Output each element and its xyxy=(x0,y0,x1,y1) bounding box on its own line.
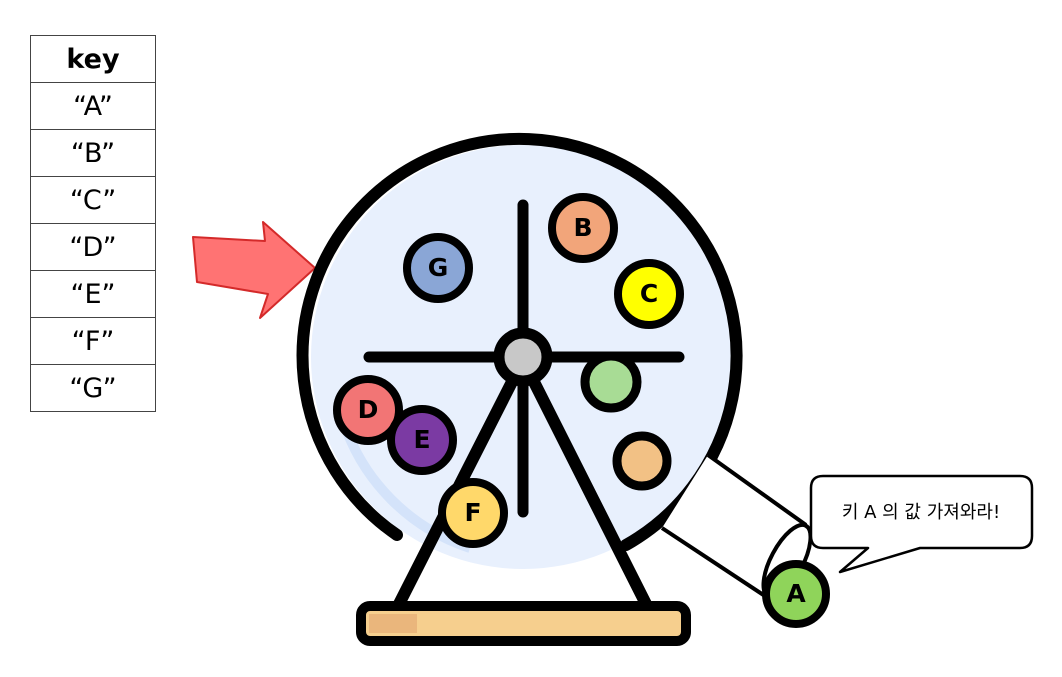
svg-text:C: C xyxy=(640,279,658,308)
svg-text:E: E xyxy=(413,425,430,454)
input-arrow xyxy=(192,221,316,319)
svg-text:F: F xyxy=(464,498,481,527)
output-ball-a: A xyxy=(762,560,830,628)
svg-text:G: G xyxy=(428,253,449,282)
key-cell-e: “E” xyxy=(30,270,156,318)
drum-rim xyxy=(296,132,743,551)
ball-c: C xyxy=(614,259,684,329)
hub xyxy=(493,327,553,387)
ball-unlabeled-green xyxy=(580,351,642,413)
speech-bubble-text: 키 A 의 값 가져와라! xyxy=(842,502,1000,523)
key-cell-a: “A” xyxy=(30,82,156,130)
ball-b: B xyxy=(548,193,618,263)
drum-shadow xyxy=(338,418,472,553)
svg-text:D: D xyxy=(358,395,379,424)
ball-e: E xyxy=(387,405,457,475)
key-cell-g: “G” xyxy=(30,364,156,412)
ball-f: F xyxy=(438,478,508,548)
output-ball-label: A xyxy=(786,579,806,608)
svg-text:B: B xyxy=(573,213,592,242)
key-cell-b: “B” xyxy=(30,129,156,177)
ball-g: G xyxy=(403,233,473,303)
ball-d: D xyxy=(333,375,403,445)
ball-unlabeled-peach xyxy=(612,431,672,491)
key-table: key “A” “B” “C” “D” “E” “F” “G” xyxy=(30,35,156,412)
key-header: key xyxy=(30,35,156,83)
base xyxy=(356,601,691,646)
speech-bubble: 키 A 의 값 가져와라! xyxy=(809,474,1034,574)
